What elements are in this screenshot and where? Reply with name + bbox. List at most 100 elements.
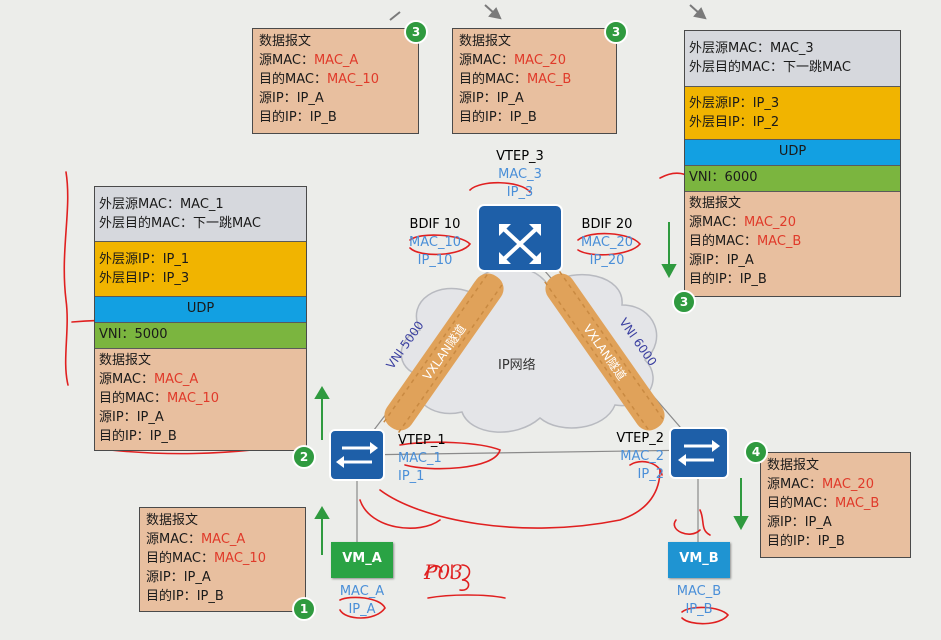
packet-title: 数据报文	[259, 34, 312, 49]
tunnel-left	[383, 271, 505, 433]
src-mac-value: MAC_A	[313, 53, 359, 68]
dst-mac-label: 目的MAC：	[689, 234, 757, 249]
step-badge-2: 2	[292, 445, 316, 469]
outer-src-mac-value: MAC_3	[769, 41, 814, 56]
top-arrows	[389, 4, 707, 21]
outer-mac-section: 外层源MAC：MAC_1 外层目的MAC：下一跳MAC	[95, 187, 306, 242]
step-badge-3b: 3	[604, 20, 628, 44]
outer-dst-mac-value: 下一跳MAC	[782, 60, 851, 75]
src-mac-value: MAC_A	[153, 372, 199, 387]
bdif10-ip: IP_10	[417, 253, 453, 268]
bdif20-mac: MAC_20	[581, 235, 633, 250]
vm-b-box[interactable]: VM_B	[668, 542, 730, 578]
src-ip-value: IP_A	[496, 91, 524, 106]
vni-section: VNI：6000	[685, 166, 900, 192]
vtep3-name: VTEP_3	[496, 149, 544, 164]
link-vtep1-vtep2	[354, 449, 701, 456]
outer-ip-section: 外层源IP：IP_3 外层目IP：IP_2	[685, 87, 900, 140]
packet-title: 数据报文	[459, 34, 512, 49]
packet-title: 数据报文	[146, 513, 199, 528]
src-mac-label: 源MAC：	[689, 215, 744, 230]
vni-section: VNI：5000	[95, 323, 306, 349]
src-ip-value: IP_A	[296, 91, 324, 106]
outer-dst-ip-label: 外层目IP：	[689, 115, 753, 130]
dst-mac-label: 目的MAC：	[146, 551, 214, 566]
src-ip-label: 源IP：	[459, 91, 497, 106]
step-badge-1: 1	[292, 597, 316, 621]
bdif20-name: BDIF 20	[581, 217, 633, 232]
src-mac-value: MAC_20	[513, 53, 566, 68]
flow-arrow-up-1	[314, 506, 330, 555]
vni-label: VNI：	[689, 170, 725, 185]
dst-mac-value: MAC_B	[526, 72, 572, 87]
vtep1-ip: IP_1	[398, 469, 425, 484]
handwritten-note: P03	[424, 560, 463, 584]
dst-mac-label: 目的MAC：	[767, 496, 835, 511]
outer-dst-mac-label: 外层目的MAC：	[689, 60, 783, 75]
bdif10-label-group: BDIF 10 MAC_10 IP_10	[400, 216, 470, 270]
vtep2-label-group: VTEP_2 MAC_2 IP_2	[608, 430, 664, 484]
vm-a-label-group: MAC_A IP_A	[331, 583, 393, 619]
vtep2-mac: MAC_2	[620, 449, 664, 464]
vni-value: 5000	[134, 327, 168, 342]
vni-label: VNI：	[99, 327, 135, 342]
src-ip-label: 源IP：	[259, 91, 297, 106]
dst-mac-value: MAC_B	[834, 496, 880, 511]
src-mac-value: MAC_20	[821, 477, 874, 492]
dst-mac-label: 目的MAC：	[259, 72, 327, 87]
udp-section: UDP	[95, 297, 306, 323]
outer-src-ip-value: IP_3	[752, 96, 780, 111]
outer-dst-ip-value: IP_3	[162, 271, 190, 286]
outer-src-mac-label: 外层源MAC：	[99, 197, 180, 212]
vm-a-mac: MAC_A	[339, 584, 385, 599]
flow-arrow-down-4	[733, 478, 749, 531]
bdif10-name: BDIF 10	[409, 217, 461, 232]
flow-arrow-up-2	[314, 386, 330, 440]
bdif10-mac: MAC_10	[409, 235, 461, 250]
src-ip-value: IP_A	[804, 515, 832, 530]
outer-src-ip-label: 外层源IP：	[99, 252, 163, 267]
encap-packet-right: 外层源MAC：MAC_3 外层目的MAC：下一跳MAC 外层源IP：IP_3 外…	[684, 30, 901, 297]
vtep2-switch-icon	[669, 427, 729, 479]
vtep1-name: VTEP_1	[398, 433, 446, 448]
src-mac-label: 源MAC：	[459, 53, 514, 68]
vtep2-ip: IP_2	[637, 467, 664, 482]
src-mac-value: MAC_A	[200, 532, 246, 547]
dst-mac-label: 目的MAC：	[459, 72, 527, 87]
dst-ip-label: 目的IP：	[689, 272, 740, 287]
dst-ip-label: 目的IP：	[459, 110, 510, 125]
src-ip-label: 源IP：	[767, 515, 805, 530]
step-badge-3c: 3	[672, 290, 696, 314]
udp-section: UDP	[685, 140, 900, 166]
packet-box-3a: 数据报文 源MAC：MAC_A 目的MAC：MAC_10 源IP：IP_A 目的…	[252, 28, 419, 134]
vtep2-name: VTEP_2	[616, 431, 664, 446]
src-ip-label: 源IP：	[689, 253, 727, 268]
dst-ip-value: IP_B	[196, 589, 224, 604]
vm-a-box[interactable]: VM_A	[331, 542, 393, 578]
outer-mac-section: 外层源MAC：MAC_3 外层目的MAC：下一跳MAC	[685, 31, 900, 87]
dst-ip-label: 目的IP：	[146, 589, 197, 604]
vtep1-label-group: VTEP_1 MAC_1 IP_1	[398, 432, 446, 486]
vtep3-label-group: VTEP_3 MAC_3 IP_3	[490, 148, 550, 202]
dst-mac-value: MAC_B	[756, 234, 802, 249]
vtep1-switch-icon	[329, 429, 385, 481]
dst-mac-value: MAC_10	[166, 391, 219, 406]
dst-ip-value: IP_B	[149, 429, 177, 444]
dst-ip-label: 目的IP：	[259, 110, 310, 125]
dst-mac-value: MAC_10	[213, 551, 266, 566]
packet-title: 数据报文	[767, 458, 820, 473]
inner-frame-section: 数据报文 源MAC：MAC_20 目的MAC：MAC_B 源IP：IP_A 目的…	[685, 192, 900, 296]
outer-src-mac-value: MAC_1	[179, 197, 224, 212]
dst-mac-value: MAC_10	[326, 72, 379, 87]
outer-src-ip-value: IP_1	[162, 252, 190, 267]
outer-src-mac-label: 外层源MAC：	[689, 41, 770, 56]
dst-ip-value: IP_B	[309, 110, 337, 125]
src-ip-label: 源IP：	[146, 570, 184, 585]
tunnel-right	[544, 271, 666, 433]
src-mac-label: 源MAC：	[99, 372, 154, 387]
vm-b-mac: MAC_B	[676, 584, 722, 599]
step-badge-4: 4	[744, 440, 768, 464]
packet-box-1: 数据报文 源MAC：MAC_A 目的MAC：MAC_10 源IP：IP_A 目的…	[139, 507, 306, 612]
src-mac-label: 源MAC：	[767, 477, 822, 492]
